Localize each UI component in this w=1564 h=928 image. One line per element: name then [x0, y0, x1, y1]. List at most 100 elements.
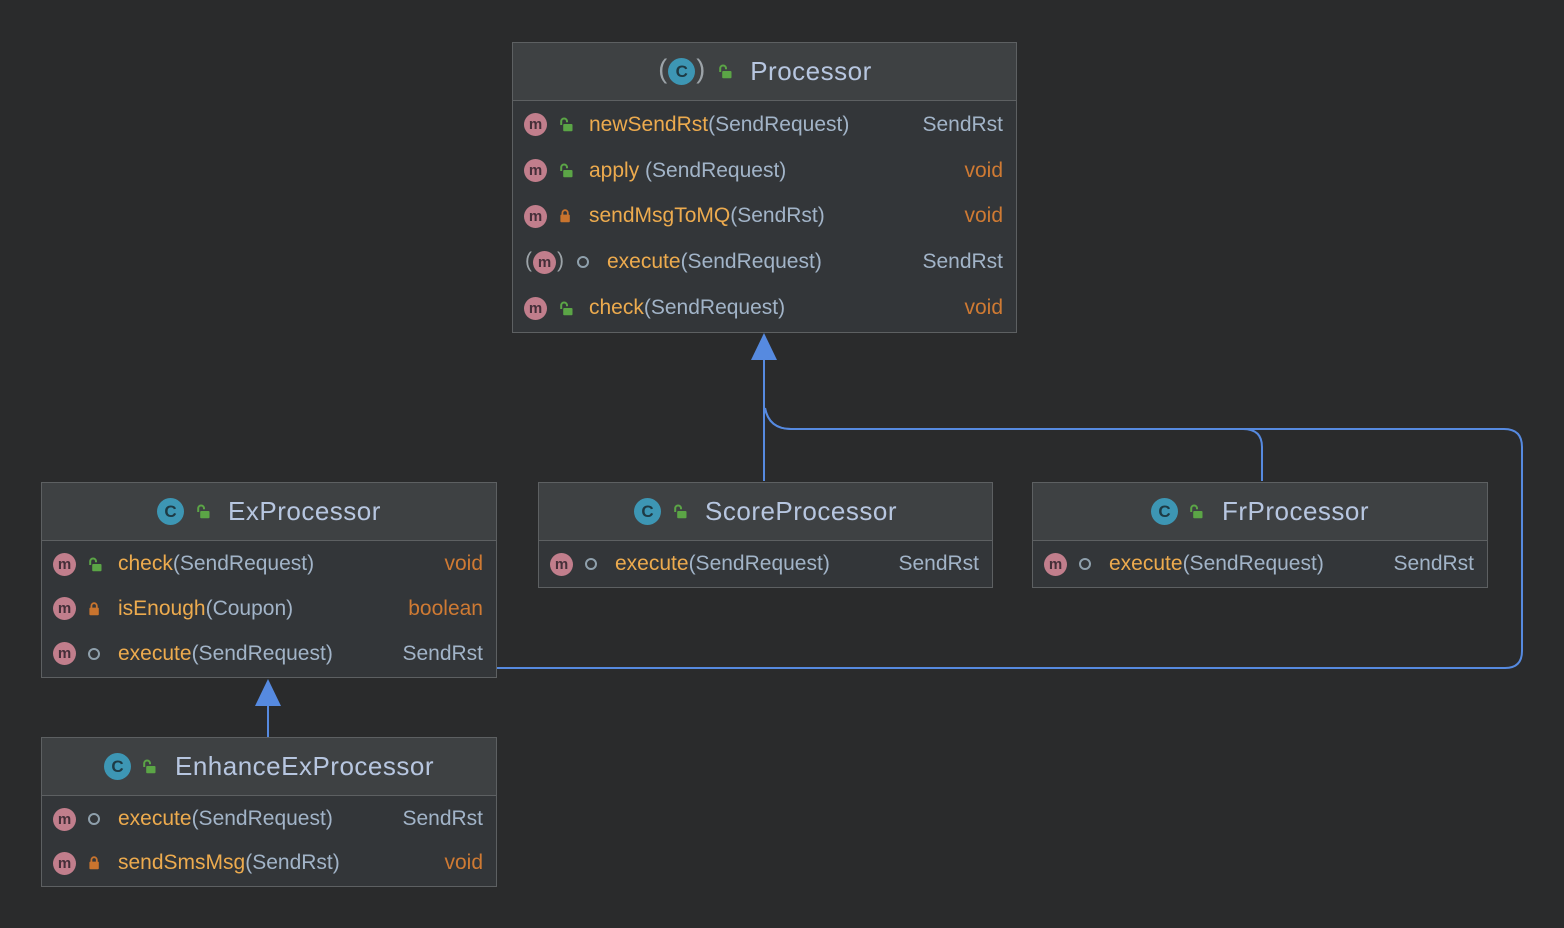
private-lock-icon — [89, 856, 99, 870]
method-row[interactable]: m execute(SendRequest) SendRst — [1033, 542, 1487, 586]
method-row[interactable]: (m) execute(SendRequest) SendRst — [513, 240, 1016, 284]
class-enhanceexprocessor[interactable]: C EnhanceExProcessor m execute(SendReques… — [41, 737, 497, 887]
package-local-lock-icon — [196, 504, 210, 519]
method-icon: m — [524, 296, 547, 320]
abstract-paren-left: ( — [525, 249, 532, 273]
method-icon: m — [550, 552, 573, 576]
package-local-icon — [193, 503, 211, 520]
class-header: C EnhanceExProcessor — [42, 738, 496, 796]
class-title: Processor — [750, 56, 872, 86]
package-local-lock-icon — [559, 117, 572, 132]
package-local-icon — [1187, 503, 1205, 520]
class-processor[interactable]: ( C ) Processor m newSendRst(SendRequest)… — [512, 42, 1017, 333]
method-icon: m — [53, 807, 76, 831]
package-local-lock-icon — [559, 163, 572, 178]
class-icon: C — [668, 58, 696, 85]
package-local-lock-icon — [718, 64, 732, 79]
method-signature: isEnough(Coupon) — [118, 596, 294, 620]
method-row[interactable]: m newSendRst(SendRequest) SendRst — [513, 103, 1016, 147]
method-row[interactable]: m sendMsgToMQ(SendRst) void — [513, 194, 1016, 238]
method-icon: m — [53, 642, 76, 666]
method-signature: apply (SendRequest) — [589, 158, 787, 182]
class-icon: C — [634, 498, 662, 525]
method-signature: check(SendRequest) — [118, 552, 315, 576]
class-icon: C — [157, 498, 185, 525]
package-local-lock-icon — [1190, 504, 1203, 519]
method-icon: m — [533, 250, 556, 274]
package-local-lock-icon — [143, 759, 156, 774]
private-lock-icon — [89, 602, 99, 616]
package-local-icon — [715, 63, 733, 80]
class-header: ( C ) Processor — [513, 43, 1016, 101]
method-return-type: SendRst — [898, 552, 979, 575]
class-methods: m execute(SendRequest) SendRst — [1033, 541, 1487, 587]
method-return-type: SendRst — [1393, 552, 1474, 575]
method-signature: execute(SendRequest) — [118, 641, 333, 665]
method-icon: m — [1044, 552, 1067, 576]
method-return-type: void — [964, 158, 1003, 182]
class-header: C FrProcessor — [1033, 483, 1487, 541]
public-visibility-icon — [88, 647, 100, 660]
method-icon: m — [53, 552, 76, 576]
class-title: EnhanceExProcessor — [174, 751, 435, 781]
public-visibility-icon — [88, 813, 100, 825]
public-visibility-icon — [577, 256, 589, 269]
class-title: ExProcessor — [228, 496, 381, 526]
method-row[interactable]: m check(SendRequest) void — [513, 286, 1016, 330]
inheritance-arrowhead-processor — [751, 333, 777, 360]
package-local-icon — [140, 758, 158, 775]
public-visibility-icon — [1079, 558, 1091, 570]
edge-exprocessor-to-processor[interactable] — [497, 407, 1523, 669]
inheritance-arrowhead-exprocessor — [255, 679, 281, 706]
class-title: FrProcessor — [1221, 496, 1370, 526]
class-icon: C — [1150, 498, 1178, 525]
method-row[interactable]: m sendSmsMsg(SendRst) void — [42, 841, 496, 885]
method-return-type: void — [444, 851, 483, 874]
class-methods: m newSendRst(SendRequest) SendRst m apply (S… — [513, 101, 1016, 332]
method-signature: sendMsgToMQ(SendRst) — [589, 204, 825, 228]
class-frprocessor[interactable]: C FrProcessor m execute(SendRequest) SendR… — [1032, 482, 1488, 588]
method-row[interactable]: m execute(SendRequest) SendRst — [539, 542, 992, 586]
class-title: ScoreProcessor — [705, 496, 897, 526]
public-visibility-icon — [585, 558, 597, 570]
method-row[interactable]: m isEnough(Coupon) boolean — [42, 587, 496, 631]
method-row[interactable]: m check(SendRequest) void — [42, 542, 496, 586]
method-row[interactable]: m apply (SendRequest) void — [513, 149, 1016, 193]
method-signature: execute(SendRequest) — [118, 807, 333, 830]
private-lock-icon — [560, 209, 570, 223]
method-icon: m — [53, 597, 76, 621]
method-return-type: SendRst — [922, 250, 1003, 274]
method-icon: m — [53, 851, 76, 875]
class-methods: m check(SendRequest) void m isEnough(Coupon)… — [42, 541, 496, 677]
edge-frprocessor-to-processor[interactable] — [764, 407, 1263, 481]
method-signature: newSendRst(SendRequest) — [589, 112, 850, 136]
method-icon: m — [524, 204, 547, 228]
method-row[interactable]: m execute(SendRequest) SendRst — [42, 797, 496, 841]
method-return-type: void — [964, 204, 1003, 228]
method-icon: m — [524, 159, 547, 183]
class-methods: m execute(SendRequest) SendRst m sendSmsMsg(… — [42, 796, 496, 886]
method-return-type: void — [964, 296, 1003, 320]
method-signature: sendSmsMsg(SendRst) — [118, 851, 340, 874]
class-methods: m execute(SendRequest) SendRst — [539, 541, 992, 587]
method-signature: check(SendRequest) — [589, 296, 786, 320]
method-return-type: SendRst — [922, 112, 1003, 136]
package-local-lock-icon — [559, 301, 572, 315]
class-header: C ExProcessor — [42, 483, 496, 541]
method-signature: execute(SendRequest) — [607, 250, 822, 274]
class-exprocessor[interactable]: C ExProcessor m check(SendRequest) void m is… — [41, 482, 497, 678]
abstract-paren-right: ) — [557, 249, 564, 273]
method-return-type: SendRst — [402, 807, 483, 830]
method-return-type: boolean — [408, 596, 483, 620]
method-return-type: void — [444, 552, 483, 576]
method-signature: execute(SendRequest) — [1109, 552, 1324, 575]
method-signature: execute(SendRequest) — [615, 552, 830, 575]
class-scoreprocessor[interactable]: C ScoreProcessor m execute(SendRequest) Se… — [538, 482, 993, 588]
package-local-lock-icon — [88, 557, 101, 572]
class-icon: C — [103, 753, 131, 780]
method-icon: m — [524, 113, 547, 137]
package-local-icon — [670, 503, 688, 520]
